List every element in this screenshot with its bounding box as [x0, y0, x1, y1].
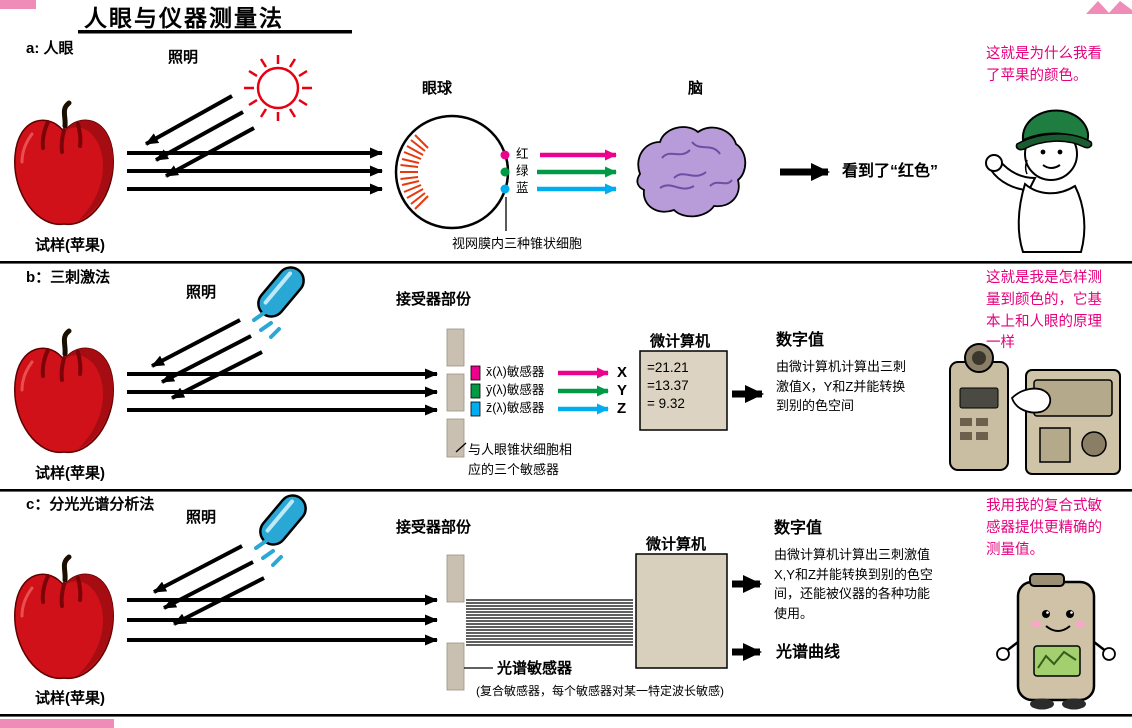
illumination-label-b: 照明 — [186, 284, 217, 301]
sun-icon — [244, 55, 312, 121]
divider-bottom — [0, 714, 1132, 717]
output-z: Z — [617, 400, 627, 417]
computer-label-c: 微计算机 — [646, 536, 707, 553]
computer-box-c — [635, 553, 728, 669]
sensor-chips — [470, 365, 481, 417]
section-b-label: b：三刺激法 — [26, 269, 111, 286]
reflected-light-arrows-c — [127, 594, 438, 646]
section-c-label: c：分光光谱分析法 — [26, 496, 155, 513]
reflected-light-arrows-a — [127, 147, 383, 195]
lamp-icon-c — [253, 490, 313, 567]
value-z: = 9.32 — [647, 396, 685, 411]
cone-dot-red — [500, 150, 510, 160]
illumination-label-a: 照明 — [168, 49, 199, 66]
spectral-sensor-caption: (复合敏感器，每个敏感器对某一特定波长敏感) — [476, 684, 724, 698]
digital-title-b: 数字值 — [776, 332, 825, 349]
cone-dot-blue — [500, 184, 510, 194]
cone-blue-label: 蓝 — [516, 181, 529, 195]
output-y: Y — [617, 382, 628, 399]
value-y: =13.37 — [647, 378, 689, 393]
corner-decoration-top-left — [0, 0, 36, 9]
sensor-y-label: ȳ(λ)敏感器 — [486, 383, 545, 397]
cone-red-label: 红 — [516, 147, 529, 161]
note-c: 我用我的复合式敏感器提供更精确的测量值。 — [986, 498, 1102, 558]
boy-cartoon — [985, 109, 1093, 253]
brain-label: 脑 — [688, 80, 704, 97]
cone-green-label: 绿 — [516, 164, 529, 178]
eyeball-label: 眼球 — [422, 80, 453, 97]
result-text-a: 看到了“红色” — [842, 163, 939, 180]
sample-label-c: 试样(苹果) — [35, 690, 105, 707]
divider-bc — [0, 489, 1132, 492]
apple-image-c — [15, 557, 113, 678]
note-a: 这就是为什么我看了苹果的颜色。 — [986, 46, 1102, 84]
footer-bar — [0, 719, 114, 728]
sample-label-a: 试样(苹果) — [35, 237, 105, 254]
spectrum-lines — [466, 599, 633, 646]
receiver-label-b: 接受器部份 — [396, 291, 472, 308]
title-underline — [78, 30, 352, 34]
corner-decoration-top-right — [1086, 1, 1132, 14]
reflected-light-arrows-b — [127, 368, 438, 416]
spectral-curve-label: 光谱曲线 — [776, 644, 841, 661]
illumination-arrows-c — [153, 544, 265, 626]
apple-image-a — [15, 103, 113, 224]
spectral-sensor-label: 光谱敏感器 — [497, 660, 573, 677]
value-x: =21.21 — [647, 360, 689, 375]
instruments-image — [949, 343, 1121, 475]
brain-image — [636, 126, 747, 218]
digital-title-c: 数字值 — [774, 520, 823, 537]
note-b: 这就是我是怎样测量到颜色的，它基本上和人眼的原理一样 — [986, 270, 1102, 352]
cone-dot-green — [500, 167, 510, 177]
divider-ab — [0, 261, 1132, 264]
lamp-icon-b — [251, 262, 311, 339]
retina-caption: 视网膜内三种锥状细胞 — [452, 236, 583, 251]
sensor-z-label: z̄(λ)敏感器 — [486, 401, 545, 415]
illumination-label-c: 照明 — [186, 509, 217, 526]
eyeball-image — [394, 114, 510, 230]
illumination-arrows-b — [151, 318, 263, 400]
receiver-bars-c — [446, 554, 465, 691]
spectrophotometer-character — [996, 573, 1116, 710]
receiver-bars-b — [446, 328, 465, 458]
caption-connector-b — [455, 442, 467, 453]
computer-box-b — [639, 350, 728, 431]
sample-label-b: 试样(苹果) — [35, 465, 105, 482]
page-title: 人眼与仪器测量法 — [84, 5, 284, 31]
tristimulus-arrows — [558, 367, 609, 415]
computer-label-b: 微计算机 — [650, 333, 711, 350]
output-x: X — [617, 364, 628, 381]
digital-text-c: 由微计算机计算出三刺激值X,Y和Z并能转换到别的色空间，还能被仪器的各种功能使用… — [774, 547, 933, 621]
illumination-arrows-a — [145, 94, 255, 178]
section-a-label: a: 人眼 — [26, 40, 74, 57]
apple-image-b — [15, 331, 113, 452]
cone-signal-arrows — [537, 149, 617, 195]
receiver-label-c: 接受器部份 — [396, 519, 472, 536]
sensor-caption-b: 与人眼锥状细胞相应的三个敏感器 — [468, 442, 573, 477]
digital-text-b: 由微计算机计算出三刺激值X，Y和Z并能转换到别的色空间 — [776, 359, 907, 413]
sensor-x-label: x̄(λ)敏感器 — [486, 365, 545, 379]
